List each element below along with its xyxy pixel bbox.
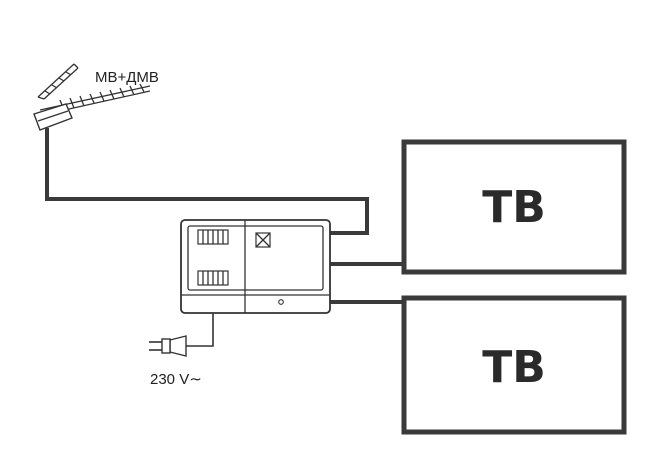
tv-bottom: ТВ [401, 295, 627, 435]
antenna-label: МВ+ДМВ [95, 69, 159, 86]
tv-top: ТВ [401, 139, 627, 275]
tv-top-label: ТВ [482, 182, 546, 233]
terminal-block-bottom [197, 270, 229, 286]
amplifier-unit [180, 219, 331, 314]
power-label: 230 V∼ [150, 371, 202, 388]
terminal-block-top [197, 229, 229, 245]
indicator-icon [255, 232, 271, 248]
antenna-icon [33, 63, 151, 131]
antenna-cable [45, 128, 369, 235]
power-cord [186, 313, 214, 347]
tv-bottom-label: ТВ [482, 342, 546, 393]
power-plug-icon [149, 335, 187, 357]
